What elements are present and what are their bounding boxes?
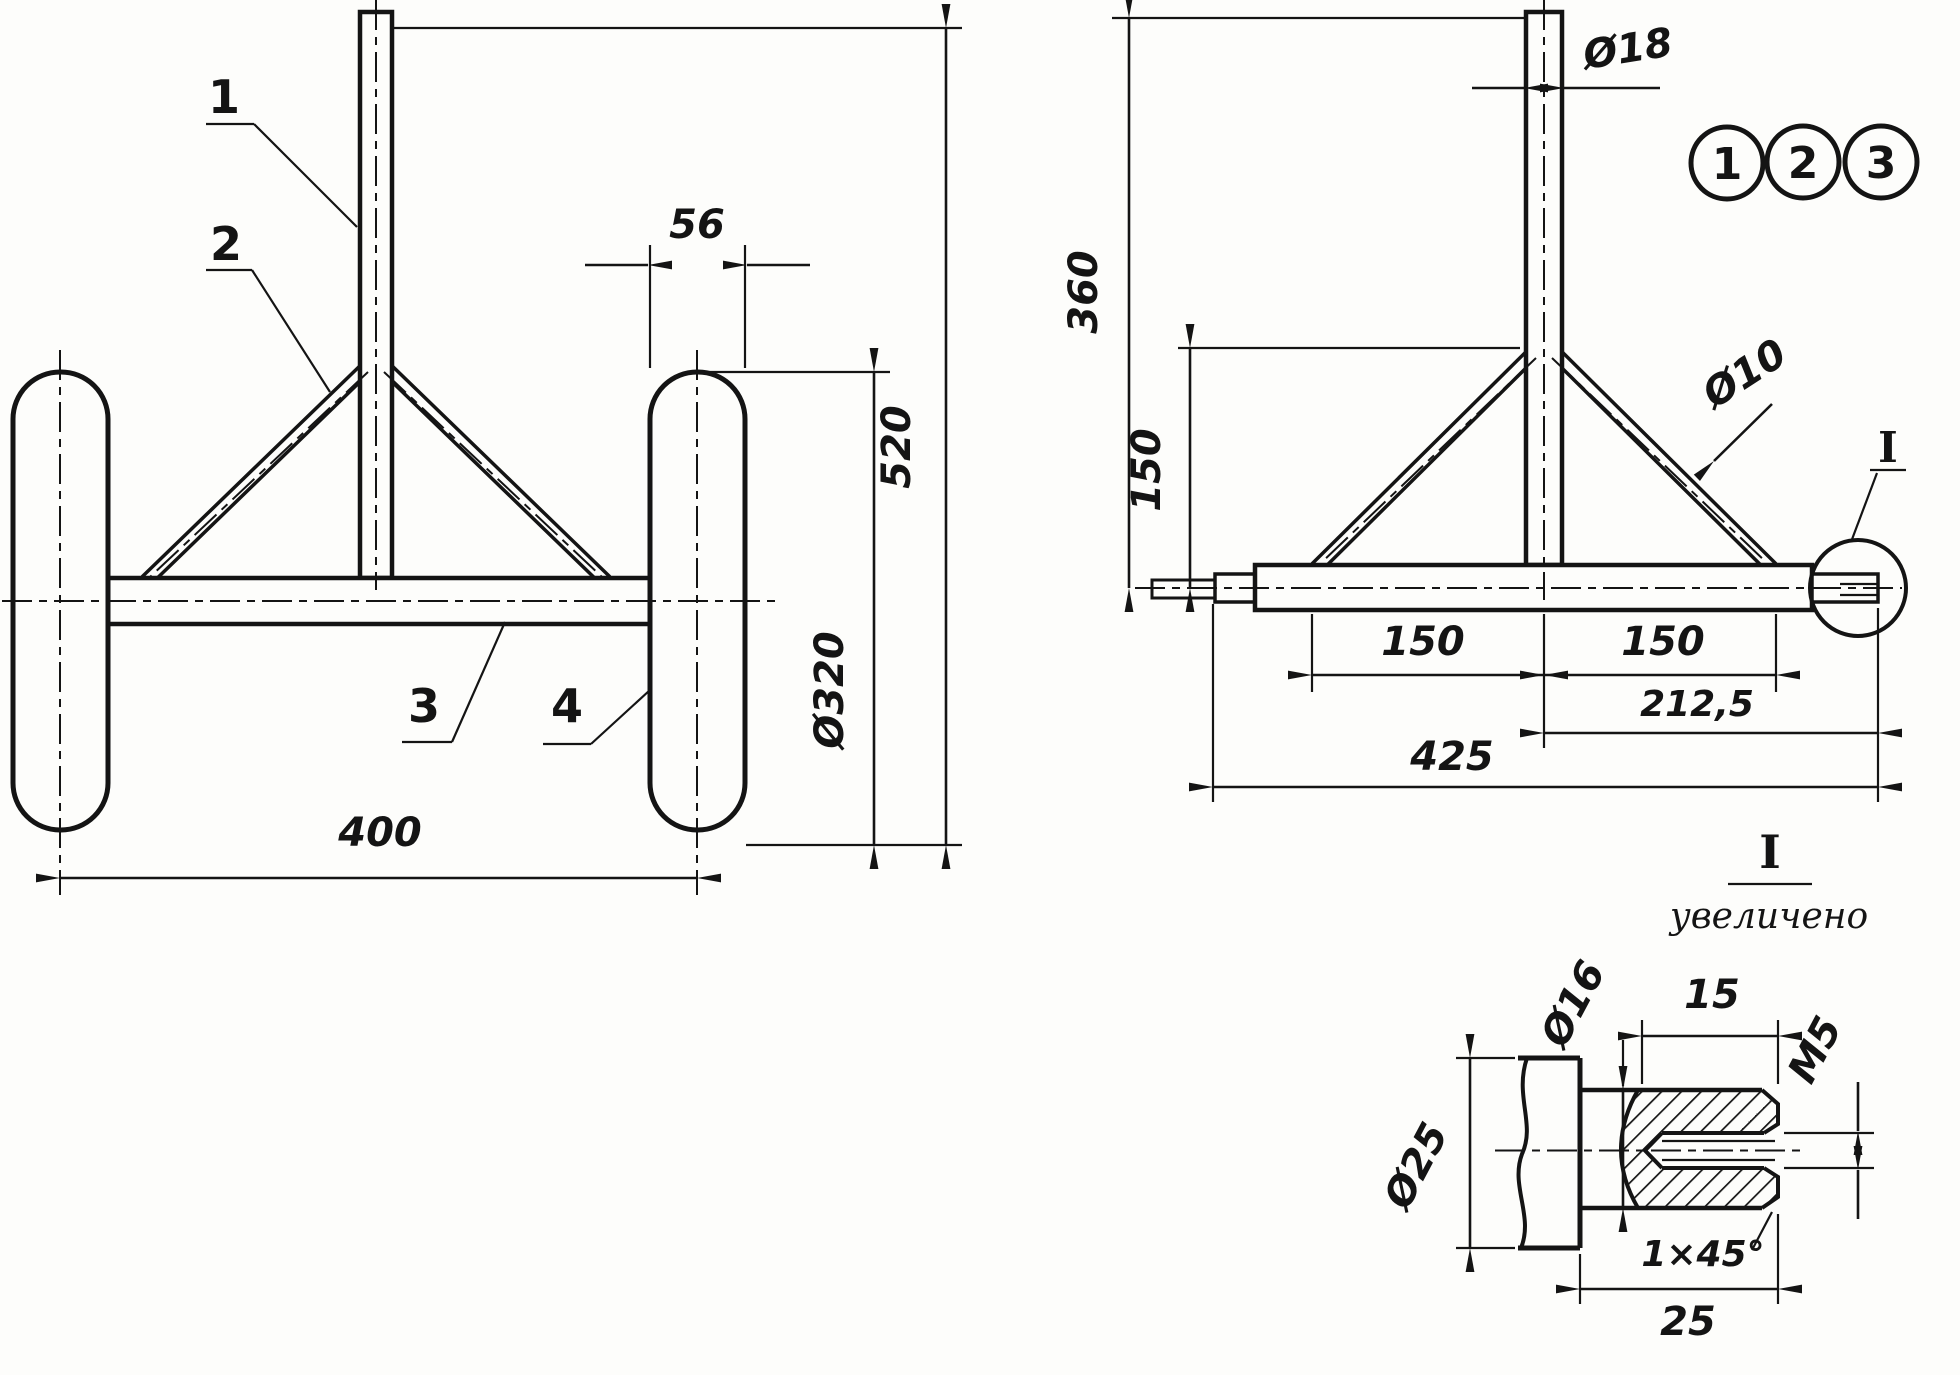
detail-marker-circle: I <box>1808 423 1908 638</box>
dim-protruding-length: 15 <box>1618 972 1802 1084</box>
dim-post-diameter: Ø18 <box>1472 19 1676 93</box>
svg-text:15: 15 <box>1684 972 1740 1018</box>
bushing-end-face <box>1760 1088 1780 1210</box>
part-label-post: 1 <box>206 70 358 228</box>
dim-overall-height: 520 <box>394 3 962 869</box>
part-label-axle: 3 <box>402 621 507 744</box>
svg-text:150: 150 <box>1621 619 1705 665</box>
svg-text:1: 1 <box>208 70 240 124</box>
frame-brace-left-centerline <box>1321 357 1537 563</box>
dim-wheel-width: 56 <box>585 202 810 368</box>
frame-brace-right-centerline <box>1551 357 1767 563</box>
dim-bushing-length: 25 <box>1556 1214 1802 1345</box>
brace-left <box>140 362 372 587</box>
svg-text:1×45°: 1×45° <box>1641 1234 1764 1275</box>
dim-chamfer: 1×45° <box>1641 1211 1773 1275</box>
svg-text:400: 400 <box>337 810 422 856</box>
svg-text:2: 2 <box>1788 138 1819 189</box>
callout-3: 3 <box>1842 123 1920 201</box>
svg-text:360: 360 <box>1061 250 1107 334</box>
dim-frame-height: 360 <box>1061 0 1524 612</box>
brace-left-centerline <box>149 371 369 578</box>
svg-text:M5: M5 <box>1779 1009 1851 1090</box>
dim-tube-diameter: Ø25 <box>1374 1034 1515 1272</box>
part-label-wheel: 4 <box>543 679 651 746</box>
dim-wheel-diameter: Ø320 <box>700 348 890 869</box>
frame-brace-left <box>1310 346 1540 574</box>
svg-text:Ø10: Ø10 <box>1693 330 1795 419</box>
svg-text:212,5: 212,5 <box>1640 684 1754 725</box>
dim-axle-length: 425 <box>1189 604 1902 802</box>
svg-text:I: I <box>1759 825 1781 879</box>
svg-text:Ø18: Ø18 <box>1578 19 1676 79</box>
detail-title: I увеличено <box>1668 825 1868 937</box>
drill-cone <box>1642 1131 1664 1170</box>
part-label-brace: 2 <box>206 217 331 393</box>
tube-break-line <box>1516 1057 1529 1249</box>
bushing-hatch <box>1621 1090 1778 1208</box>
dim-right-half-span: 150 <box>1520 619 1800 680</box>
callout-2: 2 <box>1764 123 1842 201</box>
svg-text:4: 4 <box>551 679 583 733</box>
svg-text:25: 25 <box>1660 1299 1716 1345</box>
dim-thread: M5 <box>1779 1009 1874 1219</box>
callout-1: 1 <box>1688 124 1766 202</box>
dim-apex-height: 150 <box>1124 324 1520 612</box>
brace-right-centerline <box>383 371 603 578</box>
svg-text:увеличено: увеличено <box>1668 896 1868 937</box>
svg-text:3: 3 <box>1866 138 1897 189</box>
svg-text:150: 150 <box>1381 619 1465 665</box>
svg-text:56: 56 <box>669 202 725 248</box>
svg-text:150: 150 <box>1124 428 1170 512</box>
dim-axle-right-half: 212,5 <box>1520 608 1902 802</box>
svg-text:3: 3 <box>408 679 440 733</box>
brace-right <box>380 362 612 587</box>
dim-track-width: 400 <box>36 810 721 883</box>
front-view: 56 520 Ø320 400 1 2 <box>2 0 962 895</box>
svg-text:520: 520 <box>874 405 920 489</box>
detail-bushing <box>1495 1087 1802 1211</box>
dim-left-half-span: 150 <box>1288 614 1778 748</box>
svg-text:2: 2 <box>210 217 242 271</box>
svg-text:425: 425 <box>1409 734 1494 780</box>
svg-text:Ø16: Ø16 <box>1531 954 1615 1057</box>
svg-text:I: I <box>1878 423 1898 472</box>
svg-text:1: 1 <box>1712 139 1743 190</box>
dim-brace-diameter: Ø10 <box>1693 330 1795 481</box>
detail-tube <box>1516 1055 1583 1251</box>
svg-text:Ø25: Ø25 <box>1374 1116 1458 1219</box>
dim-bushing-diameter: Ø16 <box>1531 954 1628 1232</box>
detail-view: I увеличено <box>1374 825 1874 1345</box>
frame-view: Ø18 360 150 Ø10 I 1 <box>1061 0 1920 802</box>
svg-text:Ø320: Ø320 <box>807 631 853 751</box>
